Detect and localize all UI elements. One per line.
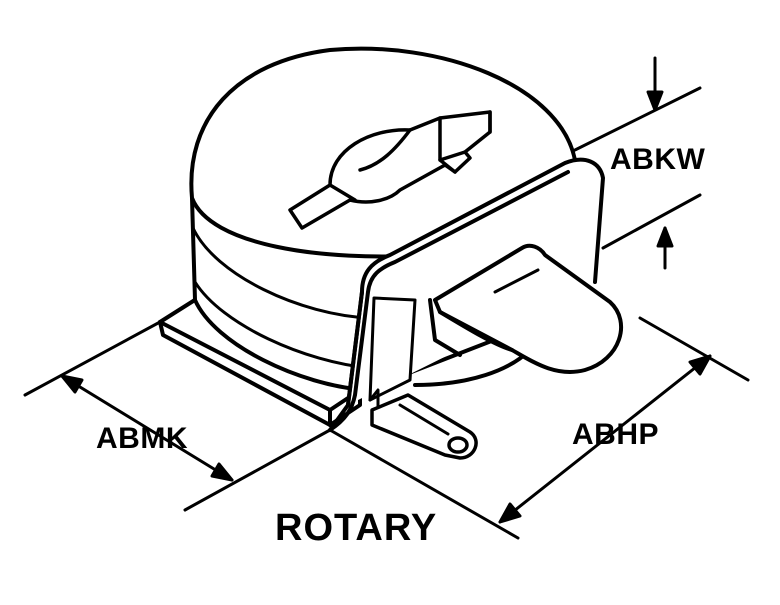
dimension-label-abkw: ABKW: [610, 143, 706, 176]
dimension-abmk: [23, 320, 332, 512]
solder-terminal: [370, 393, 478, 460]
drawing-title: ROTARY: [275, 507, 438, 549]
shaft-slot: [288, 110, 492, 230]
dimension-label-abhp: ABHP: [572, 418, 660, 451]
dimension-abhp: [328, 316, 750, 540]
actuator-lever: [428, 243, 624, 374]
dimension-abkw: [573, 56, 702, 270]
dimension-label-abmk: ABMK: [96, 422, 188, 455]
